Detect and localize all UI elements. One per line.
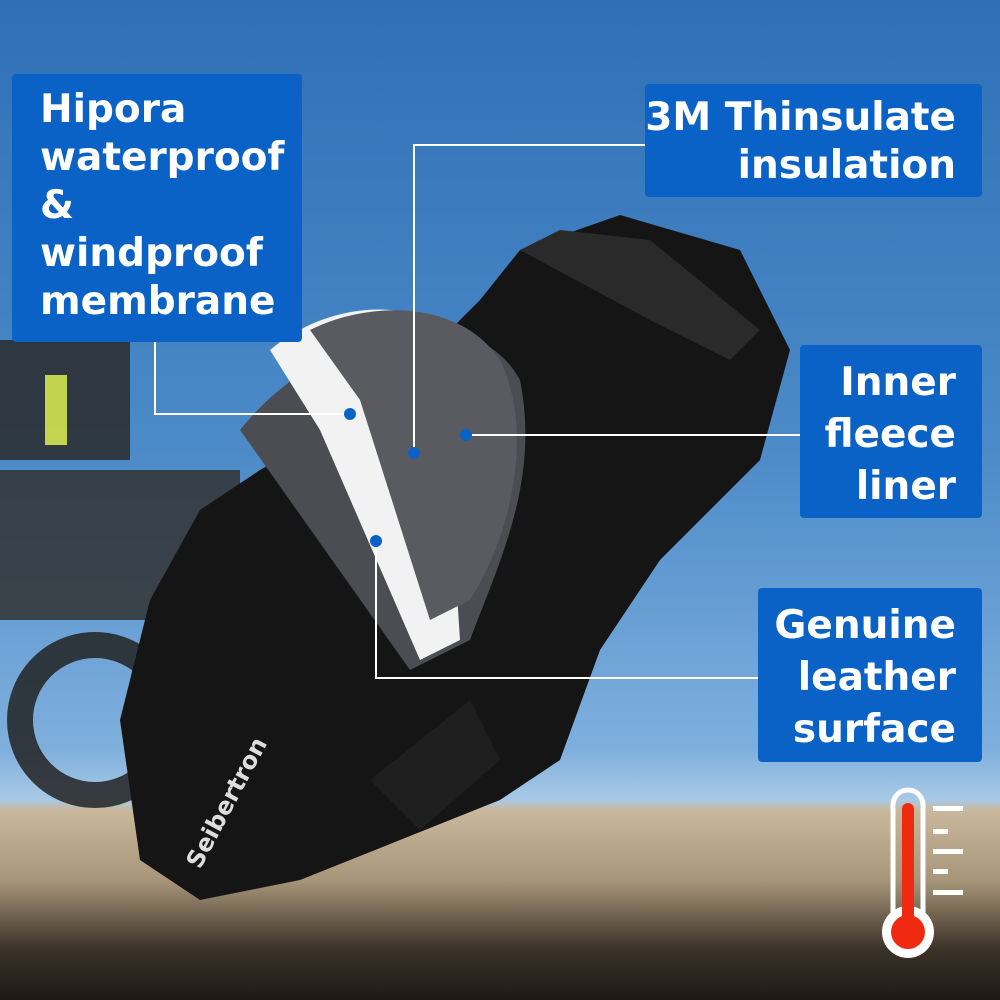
leader-line — [154, 342, 156, 415]
callout-text: membrane — [40, 279, 276, 324]
callout-leather-surface: Genuine leather surface — [758, 588, 982, 762]
leader-line — [375, 541, 377, 679]
callout-fleece-liner: Inner fleece liner — [800, 345, 982, 518]
callout-hipora-membrane: Hipora waterproof & windproof membrane — [12, 74, 302, 342]
callout-dot — [460, 429, 472, 441]
leader-line — [375, 677, 758, 679]
callout-text: Genuine — [774, 603, 956, 648]
leader-line — [413, 144, 415, 453]
callout-text: leather — [797, 655, 956, 700]
callout-text: fleece — [824, 412, 956, 457]
callout-text: waterproof — [40, 135, 285, 180]
callout-text: insulation — [737, 143, 956, 188]
callout-text: 3M Thinsulate — [645, 95, 956, 140]
callout-text: Hipora — [40, 87, 187, 132]
callout-text: Inner — [840, 360, 956, 405]
callout-3m-thinsulate: 3M Thinsulate insulation — [645, 84, 982, 197]
leader-line — [413, 144, 645, 146]
callout-text: liner — [855, 464, 956, 509]
callout-text: & — [40, 183, 75, 228]
leader-line — [154, 413, 350, 415]
callout-dot — [408, 447, 420, 459]
callout-text: windproof — [40, 231, 263, 276]
leader-line — [466, 434, 800, 436]
callout-dot — [344, 408, 356, 420]
callout-dot — [370, 535, 382, 547]
callout-text: surface — [792, 707, 956, 752]
